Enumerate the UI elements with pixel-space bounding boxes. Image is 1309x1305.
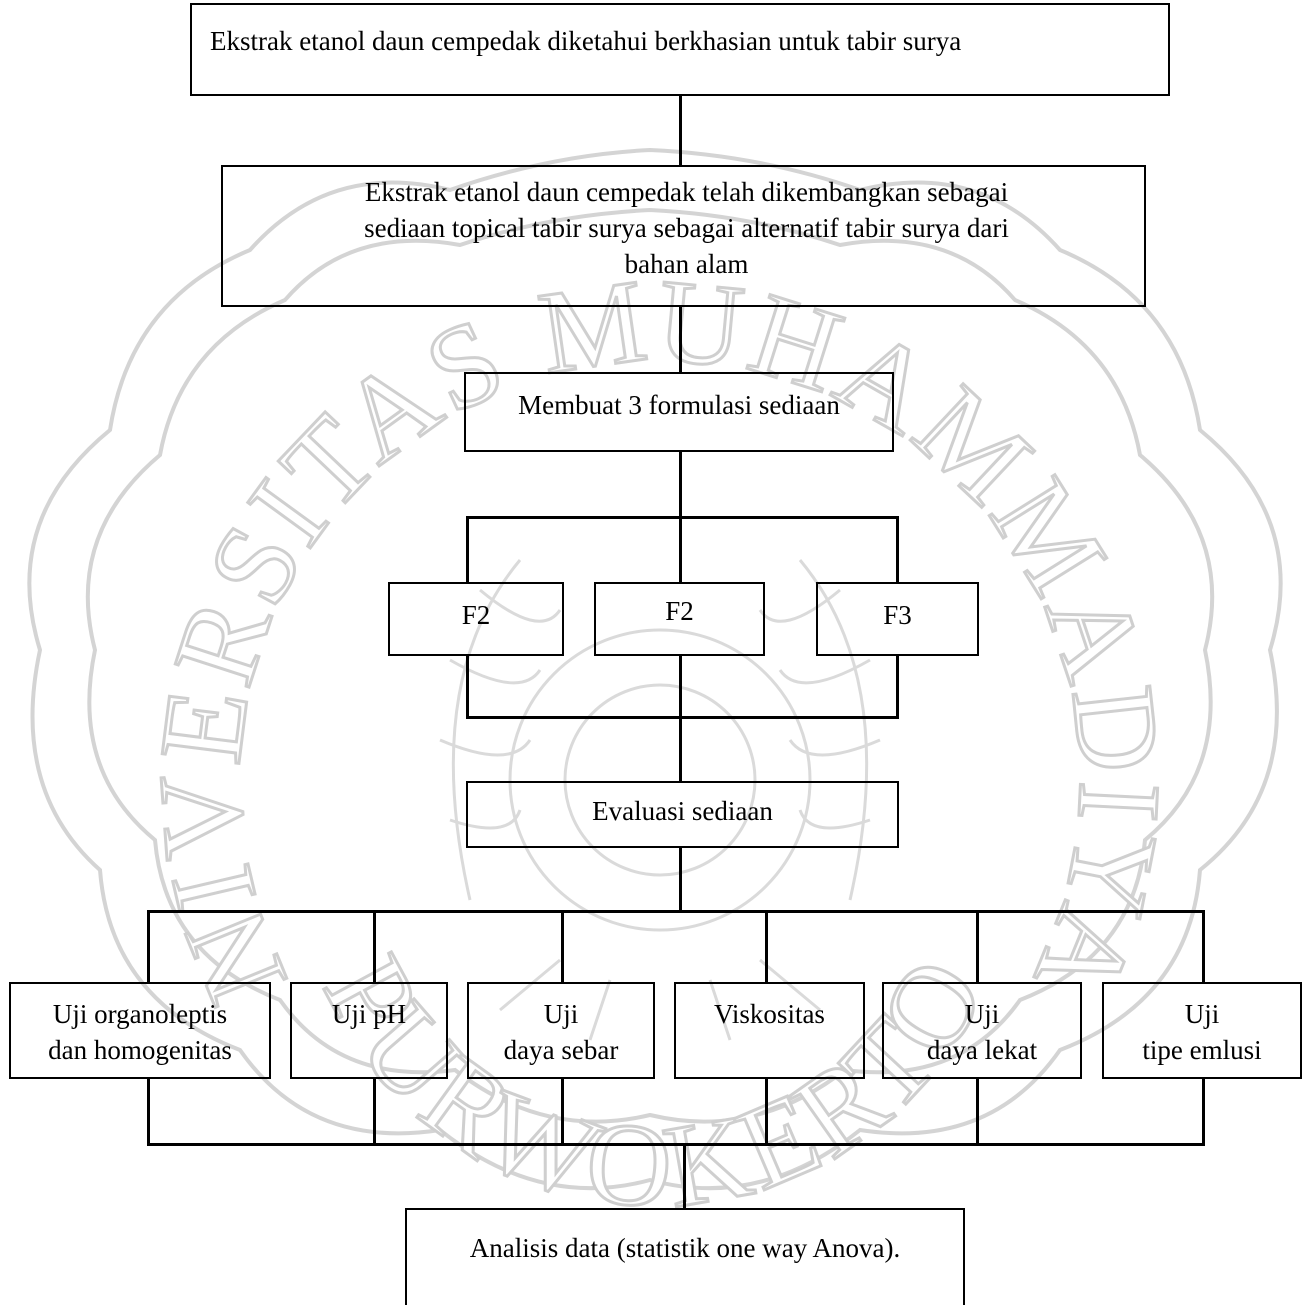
- connector: [373, 1078, 376, 1146]
- watermark-top-text: UNIVERSITAS MUHAMMADIYAH: [0, 0, 1184, 1023]
- box-development-line2: sediaan topical tabir surya sebagai alte…: [364, 213, 1009, 243]
- box-evaluation-text: Evaluasi sediaan: [592, 796, 773, 826]
- connector: [147, 910, 1205, 913]
- connector: [466, 655, 469, 719]
- formula-3-label: F3: [883, 600, 912, 630]
- connector: [683, 1143, 686, 1210]
- box-data-analysis-text: Analisis data (statistik one way Anova).: [469, 1233, 901, 1263]
- box-background-finding: Ekstrak etanol daun cempedak diketahui b…: [190, 3, 1170, 96]
- connector: [976, 1078, 979, 1146]
- connector: [373, 910, 376, 983]
- test-viscosity-line1: Viskositas: [714, 999, 825, 1029]
- connector: [896, 516, 899, 583]
- box-formula-3: F3: [816, 582, 979, 656]
- formula-1-label: F2: [461, 600, 491, 630]
- box-formula-1: F2: [388, 582, 564, 656]
- test-emulsion-type-line1: Uji: [1184, 999, 1220, 1029]
- connector: [976, 910, 979, 983]
- connector: [561, 910, 564, 983]
- connector: [1202, 910, 1205, 983]
- connector: [466, 516, 899, 519]
- connector: [561, 1078, 564, 1146]
- box-data-analysis: Analisis data (statistik one way Anova).: [405, 1208, 965, 1305]
- test-spreadability-line2: daya sebar: [503, 1035, 619, 1065]
- connector: [147, 1143, 1205, 1146]
- box-development-line3: bahan alam: [624, 249, 749, 279]
- box-development-line1: Ekstrak etanol daun cempedak telah dikem…: [364, 177, 1009, 207]
- box-formula-2: F2: [594, 582, 765, 656]
- connector: [1202, 1078, 1205, 1146]
- test-spreadability-line1: Uji: [543, 999, 579, 1029]
- formula-2-label: F2: [665, 596, 694, 626]
- box-test-spreadability: Uji daya sebar: [467, 982, 655, 1079]
- test-emulsion-type-line2: tipe emlusi: [1142, 1035, 1262, 1065]
- connector: [147, 1078, 150, 1146]
- connector: [896, 655, 899, 719]
- connector: [679, 516, 682, 583]
- box-test-viscosity: Viskositas: [674, 982, 865, 1079]
- connector: [679, 847, 682, 912]
- connector: [147, 910, 150, 983]
- connector: [765, 1078, 768, 1146]
- connector: [679, 95, 682, 167]
- test-adhesion-line2: daya lekat: [926, 1035, 1038, 1065]
- test-ph-line1: Uji pH: [331, 999, 407, 1029]
- test-adhesion-line1: Uji: [964, 999, 1000, 1029]
- box-test-organoleptic: Uji organoleptis dan homogenitas: [9, 982, 271, 1079]
- watermark-bottom-text: PURWOKERTO: [299, 934, 1012, 1234]
- box-formulation-text: Membuat 3 formulasi sediaan: [518, 390, 840, 420]
- connector: [765, 910, 768, 983]
- connector: [679, 451, 682, 518]
- connector: [466, 516, 469, 583]
- box-test-ph: Uji pH: [290, 982, 448, 1079]
- connector: [466, 716, 899, 719]
- test-organoleptic-line2: dan homogenitas: [48, 1035, 232, 1065]
- box-development: Ekstrak etanol daun cempedak telah dikem…: [221, 165, 1146, 307]
- box-formulation: Membuat 3 formulasi sediaan: [464, 372, 894, 452]
- connector: [679, 306, 682, 372]
- box-background-finding-text: Ekstrak etanol daun cempedak diketahui b…: [210, 26, 962, 56]
- box-evaluation: Evaluasi sediaan: [466, 781, 899, 848]
- box-test-adhesion: Uji daya lekat: [882, 982, 1082, 1079]
- test-organoleptic-line1: Uji organoleptis: [52, 999, 228, 1029]
- box-test-emulsion-type: Uji tipe emlusi: [1102, 982, 1302, 1079]
